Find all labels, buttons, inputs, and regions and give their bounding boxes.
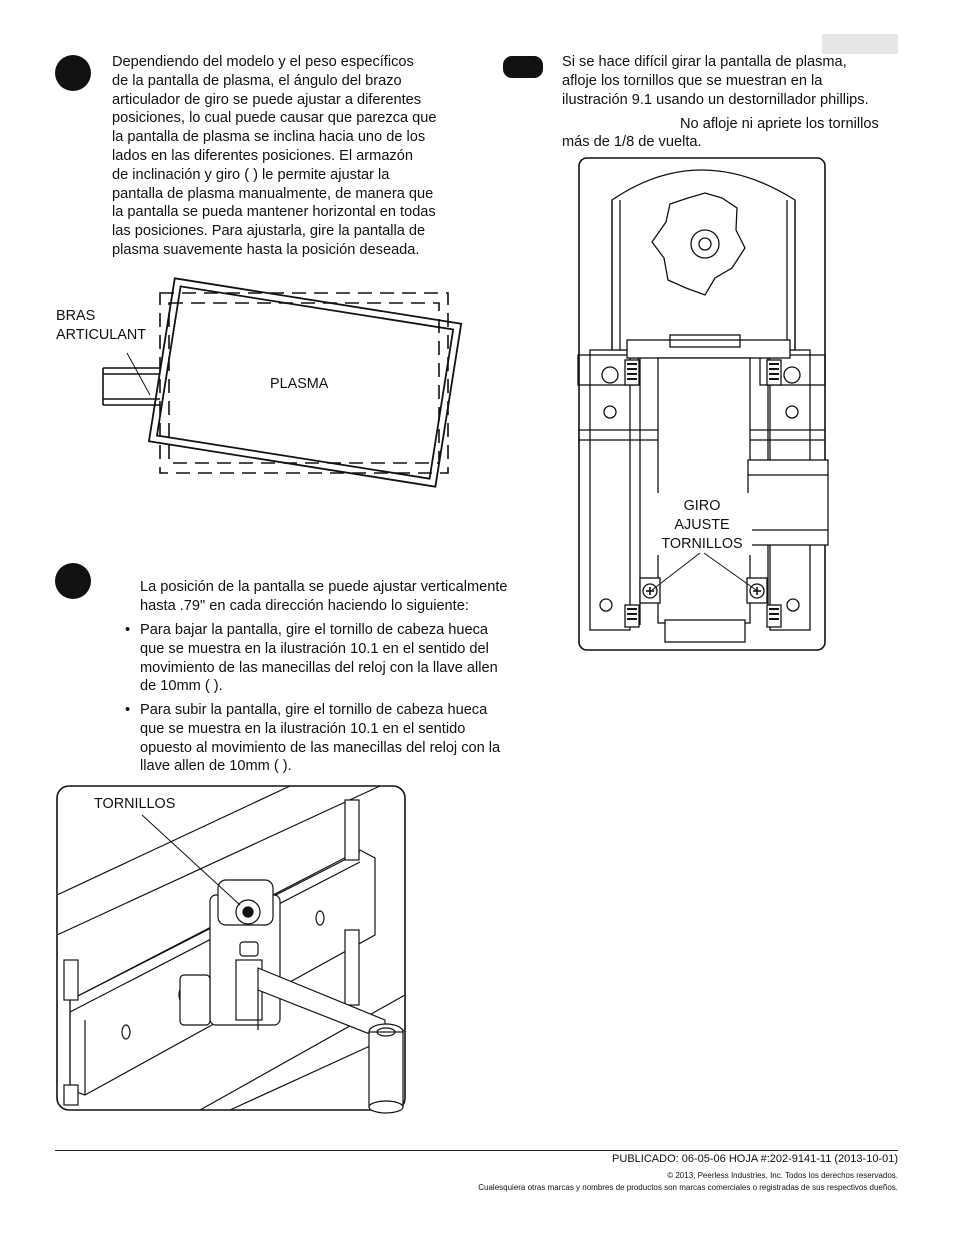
- footer-copyright: © 2013, Peerless Industries, Inc. Todos …: [667, 1171, 898, 1180]
- plasma-tilt-diagram: [102, 277, 463, 488]
- step-right-line: afloje los tornillos que se muestran en …: [562, 72, 823, 89]
- bullet-dot: •: [125, 622, 131, 638]
- bullet-line: llave allen de 10mm ( ).: [140, 758, 292, 775]
- step-1-text: Dependiendo del modelo y el peso específ…: [112, 53, 472, 260]
- step-1-line: plasma suavemente hasta la posición dese…: [112, 241, 420, 258]
- bullet-line: Para bajar la pantalla, gire el tornillo…: [140, 622, 489, 638]
- footer-published: PUBLICADO: 06-05-06 HOJA #:202-9141-11 (…: [612, 1153, 898, 1165]
- step-1-line: Dependiendo del modelo y el peso específ…: [112, 54, 414, 70]
- bullet-line: que se muestra en la ilustración 10.1 en…: [140, 640, 489, 657]
- step-1-line: posiciones, lo cual puede causar que par…: [112, 110, 437, 127]
- step-2-intro-line: La posición de la pantalla se puede ajus…: [140, 579, 508, 595]
- articulating-arm: [102, 367, 160, 406]
- arm-label: BRAS ARTICULANT: [56, 307, 146, 345]
- footer-rule: [55, 1150, 898, 1151]
- bullet-line: Para subir la pantalla, gire el tornillo…: [140, 702, 488, 718]
- step-2-intro-line: hasta .79" en cada dirección haciendo lo…: [140, 597, 469, 614]
- arm-label-line1: BRAS: [56, 308, 96, 324]
- footer-trademarks: Cualesquiera otras marcas y nombres de p…: [478, 1183, 898, 1192]
- swivel-illustration: [577, 157, 829, 651]
- bullet-raise-screen: • Para subir la pantalla, gire el tornil…: [125, 701, 540, 776]
- step-1-line: de inclinación y giro ( ) le permite aju…: [112, 166, 390, 183]
- screws-label: TORNILLOS: [94, 796, 176, 812]
- arm-leader-line: [126, 352, 151, 396]
- swivel-leader-left: [651, 552, 701, 591]
- swivel-leader-right: [703, 552, 757, 591]
- step-1-line: de la pantalla de plasma, el ángulo del …: [112, 72, 402, 89]
- tilted-plasma-screen: [147, 277, 463, 488]
- step-1-line: pantalla de plasma manualmente, de maner…: [112, 185, 434, 202]
- swivel-label-line2: AJUSTE: [674, 516, 730, 533]
- screw-threads: [627, 363, 779, 620]
- step-2-intro: La posición de la pantalla se puede ajus…: [140, 578, 540, 616]
- bullet-line: de 10mm ( ).: [140, 678, 223, 695]
- bullet-line: que se muestra en la ilustración 10.1 en…: [140, 720, 466, 737]
- step-right-line: ilustración 9.1 usando un destornillador…: [562, 91, 869, 108]
- mount-illustration: [56, 785, 406, 1114]
- swivel-screws-label: GIRO AJUSTE TORNILLOS: [652, 497, 752, 553]
- step-right-line: Si se hace difícil girar la pantalla de …: [562, 54, 847, 70]
- step-1-line: lados en las diferentes posiciones. El a…: [112, 147, 413, 164]
- header-tab: [822, 34, 898, 54]
- plasma-label: PLASMA: [270, 376, 329, 392]
- caution-note-line1: No afloje ni apriete los tornillos: [680, 116, 879, 132]
- step-1-line: las posiciones. Para ajustarla, gire la …: [112, 223, 426, 240]
- step-1-line: articulador de giro se puede ajustar a d…: [112, 91, 422, 108]
- bullet-line: movimiento de las manecillas del reloj c…: [140, 659, 498, 676]
- step-1-line: la pantalla se pueda mantener horizontal…: [112, 204, 436, 221]
- arm-label-line2: ARTICULANT: [56, 326, 147, 343]
- step-1-line: la pantalla de plasma se inclina hacia u…: [112, 129, 426, 146]
- bullet-lower-screen: • Para bajar la pantalla, gire el tornil…: [125, 621, 540, 696]
- swivel-label-line3: TORNILLOS: [661, 535, 743, 552]
- step-marker-1: [55, 55, 91, 91]
- bullet-line: opuesto al movimiento de las manecillas …: [140, 739, 501, 756]
- level-dashed-outline: [159, 292, 449, 474]
- step-right-text: Si se hace difícil girar la pantalla de …: [562, 53, 902, 109]
- caution-note-line2: más de 1/8 de vuelta.: [562, 134, 702, 150]
- step-marker-right: [503, 56, 543, 78]
- screws-leader-line: [141, 814, 241, 906]
- step-marker-2: [55, 563, 91, 599]
- swivel-label-line1: GIRO: [683, 498, 721, 514]
- bullet-dot: •: [125, 702, 131, 718]
